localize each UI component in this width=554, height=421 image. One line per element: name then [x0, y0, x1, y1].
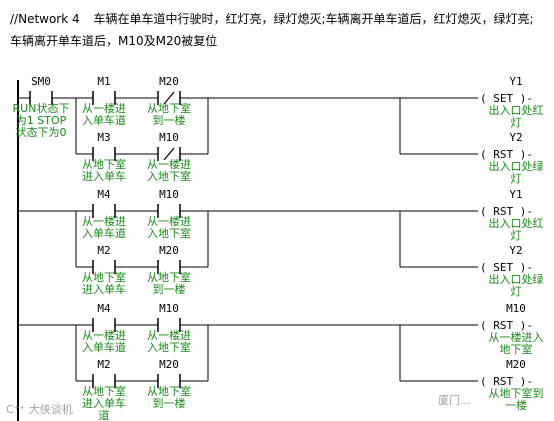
rung-1-branch-contact-m3-0-symbol: M3: [97, 131, 110, 144]
rung-2-contact-m10-1-desc-1: 入地下室: [147, 226, 191, 240]
rung-1-contact-sm0-0-desc-0: RUN状态下: [13, 101, 70, 115]
rung-1-coil-y2-1-desc-1: 灯: [511, 172, 522, 185]
rung-3-branch-contact-m2-0-desc-1: 进入单车: [82, 396, 126, 410]
rung-2-contact-m4-0-symbol: M4: [97, 188, 111, 201]
rung-2-branch-contact-m2-0-desc-0: 从地下室: [82, 270, 126, 284]
rung-3-coil-m20-1-symbol: M20: [506, 358, 526, 371]
rung-1-contact-sm0-0-desc-2: 状态下为0: [16, 125, 67, 139]
rung-3-contact-m4-0-symbol: M4: [97, 302, 111, 315]
rung-1-branch-contact-m10-1-symbol: M10: [159, 131, 179, 144]
rung-2-contact-m4-0-desc-1: 入单车道: [82, 226, 126, 240]
rung-1-branch-contact-m3-0-desc-1: 进入单车: [82, 169, 126, 183]
rung-2-coil-y2-1-desc-0: 出入口处绿: [489, 272, 544, 286]
rung-3-branch-contact-m2-0-desc-0: 从地下室: [82, 384, 126, 398]
rung-1-coil-y1-0-op: ( SET )-: [480, 92, 533, 105]
rung-1-coil-y2-1-symbol: Y2: [509, 131, 522, 144]
rung-1-coil-y1-0-desc-0: 出入口处红: [489, 103, 544, 117]
rung-1-contact-m20-2-desc-1: 到一楼: [153, 113, 186, 127]
rung-3-coil-m20-1-op: ( RST )-: [480, 375, 533, 388]
rung-3-branch-contact-m20-1-desc-1: 到一楼: [153, 396, 186, 410]
rung-3-coil-m20-1-desc-0: 从地下室到: [489, 386, 544, 400]
rung-3-contact-m4-0-desc-1: 入单车道: [82, 340, 126, 354]
rung-3-branch-contact-m20-1-desc-0: 从地下室: [147, 384, 191, 398]
rung-2-contact-m10-1-symbol: M10: [159, 188, 179, 201]
rung-3-contact-m10-1-symbol: M10: [159, 302, 179, 315]
rung-3-coil-m20-1-desc-1: 一楼: [505, 398, 527, 412]
rung-2-contact-m10-1-desc-0: 从一楼进: [147, 214, 191, 228]
rung-1-coil-y2-1-desc-0: 出入口处绿: [489, 159, 544, 173]
rung-2-coil-y2-1-op: ( SET )-: [480, 261, 533, 274]
rung-1-contact-m20-2-symbol: M20: [159, 75, 179, 88]
rung-2-branch-contact-m20-1-desc-0: 从地下室: [147, 270, 191, 284]
rung-2-coil-y2-1-desc-1: 灯: [511, 285, 522, 298]
rung-3-branch-contact-m2-0-desc-2: 道: [99, 408, 110, 421]
rung-2-branch-contact-m2-0-desc-1: 进入单车: [82, 282, 126, 296]
rung-2-coil-y1-0-desc-0: 出入口处红: [489, 216, 544, 230]
rung-3-coil-m10-0-op: ( RST )-: [480, 319, 533, 332]
rung-2-branch-contact-m20-1-symbol: M20: [159, 244, 179, 257]
rung-2-coil-y1-0-desc-1: 灯: [511, 229, 522, 242]
rung-1-contact-m1-1-desc-0: 从一楼进: [82, 101, 126, 115]
rung-3-contact-m10-1-desc-0: 从一楼进: [147, 328, 191, 342]
rung-2-branch-contact-m2-0-symbol: M2: [97, 244, 110, 257]
rung-1-coil-y1-0-symbol: Y1: [509, 75, 522, 88]
network-header-line1: //Network 4 车辆在单车道中行驶时，红灯亮，绿灯熄灭;车辆离开单车道后…: [10, 8, 550, 30]
rung-2-coil-y2-1-symbol: Y2: [509, 244, 522, 257]
network-header: //Network 4 车辆在单车道中行驶时，红灯亮，绿灯熄灭;车辆离开单车道后…: [10, 8, 550, 52]
rung-2-contact-m4-0-desc-0: 从一楼进: [82, 214, 126, 228]
rung-1-contact-sm0-0-desc-1: 为1 STOP: [16, 114, 67, 127]
rung-2-coil-y1-0-symbol: Y1: [509, 188, 522, 201]
rung-3-coil-m10-0-symbol: M10: [506, 302, 526, 315]
rung-3-coil-m10-0-desc-0: 从一楼进入: [489, 330, 544, 344]
rung-1-contact-sm0-0-symbol: SM0: [31, 75, 51, 88]
watermark-right: 厦门...: [438, 394, 471, 407]
rung-3-branch-contact-m2-0-symbol: M2: [97, 358, 110, 371]
network-comment-1: 车辆在单车道中行驶时，红灯亮，绿灯熄灭;车辆离开单车道后，红灯熄灭，绿灯亮;: [93, 12, 534, 26]
rung-1-branch-contact-m10-1-slash: [163, 147, 175, 161]
network-comment-2: 车辆离开单车道后，M10及M20被复位: [10, 34, 218, 48]
rung-1-coil-y1-0-desc-1: 灯: [511, 116, 522, 129]
rung-3-contact-m4-0-desc-0: 从一楼进: [82, 328, 126, 342]
rung-1-branch-contact-m10-1-desc-0: 从一楼进: [147, 157, 191, 171]
rung-3-branch-contact-m20-1-symbol: M20: [159, 358, 179, 371]
rung-2-branch-contact-m20-1-desc-1: 到一楼: [153, 282, 186, 296]
watermark-left: C⁺⁺ 大侠谈机: [6, 403, 73, 416]
rung-1-contact-m1-1-desc-1: 入单车道: [82, 113, 126, 127]
rung-1-contact-m20-2-desc-0: 从地下室: [147, 101, 191, 115]
rung-1-contact-m1-1-symbol: M1: [97, 75, 110, 88]
rung-3-coil-m10-0-desc-1: 地下室: [500, 342, 533, 356]
network-id: //Network 4: [10, 12, 80, 26]
rung-1-branch-contact-m3-0-desc-0: 从地下室: [82, 157, 126, 171]
rung-1-coil-y2-1-op: ( RST )-: [480, 148, 533, 161]
rung-1-contact-m20-2-slash: [163, 91, 175, 105]
rung-1-branch-contact-m10-1-desc-1: 入地下室: [147, 169, 191, 183]
rung-2-coil-y1-0-op: ( RST )-: [480, 205, 533, 218]
rung-3-contact-m10-1-desc-1: 入地下室: [147, 340, 191, 354]
